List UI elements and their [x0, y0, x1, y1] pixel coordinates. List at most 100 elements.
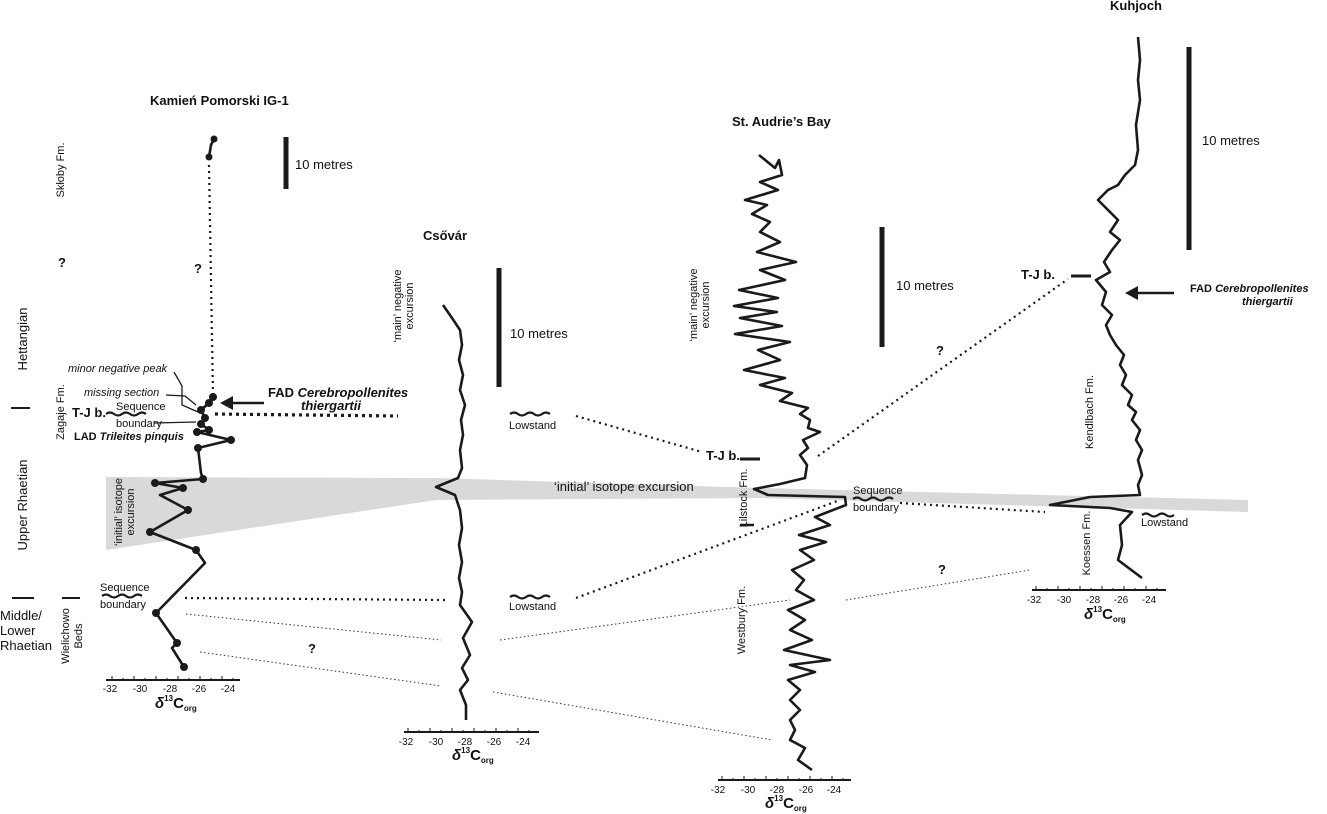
formation-zagaje: Zagaje Fm.: [55, 384, 67, 440]
svg-text:-28: -28: [458, 737, 473, 748]
svg-text:-26: -26: [487, 737, 502, 748]
kuhjoch-curve: [1048, 36, 1144, 580]
svg-text:-26: -26: [192, 684, 207, 695]
audries-kuhjoch-sb-line: [899, 501, 1046, 514]
formation-koessen: Koessen Fm.: [1081, 511, 1093, 576]
kamien-scale-label: 10 metres: [295, 157, 353, 172]
svg-text:thiergartii: thiergartii: [1242, 296, 1294, 308]
svg-text:-30: -30: [1057, 595, 1072, 606]
kamien-tj-boundary: T-J b.: [72, 405, 106, 420]
csovar-axis-ticks: [407, 728, 530, 732]
csovar-axis: -32 -30 -28 -26 -24 δ13Corg: [399, 728, 539, 765]
kamien-top-points: [205, 135, 218, 161]
audries-axis-ticks: [721, 776, 844, 780]
csovar-lowstand-label-1: Lowstand: [509, 420, 556, 432]
csovar-curve: [434, 304, 474, 720]
formation-kendlbach: Kendlbach Fm.: [1084, 375, 1096, 449]
kamien-csovar-thin-2: [199, 651, 442, 687]
stage-hettangian: Hettangian: [15, 308, 30, 371]
svg-text:-30: -30: [133, 684, 148, 695]
svg-text:FAD Cerebropollenites: FAD Cerebropollenites: [268, 385, 408, 400]
kamien-initial-excursion-label: ‘initial’ isotope excursion: [113, 478, 137, 546]
svg-text:thiergartii: thiergartii: [301, 398, 361, 413]
kuhjoch-tj-boundary: T-J b.: [1021, 267, 1055, 282]
kamien-sb-label-1: Sequence: [100, 582, 150, 594]
kamien-question-3: ?: [308, 641, 316, 656]
initial-excursion-band: [106, 477, 1248, 550]
kamien-question-2: ?: [194, 261, 202, 276]
kamien-fad-arrowhead: [220, 396, 233, 410]
kuhjoch-scale-label: 10 metres: [1202, 133, 1260, 148]
kuhjoch-question-1: ?: [936, 343, 944, 358]
missing-section-arrow: [165, 394, 197, 406]
svg-text:-32: -32: [711, 785, 726, 796]
kamien-fad-label: FAD Cerebropollenites thiergartii: [268, 385, 408, 413]
svg-text:-30: -30: [741, 785, 756, 796]
formation-lilstock: Lilstock Fm.: [738, 469, 750, 528]
csovar-main-excursion-label: ‘main’ negative excursion: [392, 270, 416, 343]
kuhjoch-axis-ticks: [1035, 586, 1158, 590]
audries-main-excursion-label: ‘main’ negative excursion: [688, 269, 712, 342]
audries-curve: [732, 153, 848, 772]
kamien-points: [146, 393, 235, 671]
svg-text:δ13Corg: δ13Corg: [1084, 605, 1126, 624]
svg-text:-24: -24: [516, 737, 531, 748]
formation-wielichowo: Wielichowo Beds: [60, 608, 85, 664]
formation-westbury: Westbury Fm.: [736, 586, 748, 654]
audries-sb-label-2: boundary: [853, 502, 899, 514]
audries-title: St. Audrie’s Bay: [732, 114, 832, 129]
kamien-sb-label-2: boundary: [100, 599, 146, 611]
kuhjoch-title: Kuhjoch: [1110, 0, 1162, 13]
kamien-dotted-gap: [207, 164, 215, 396]
kamien-csovar-thin-1: [185, 613, 442, 641]
svg-text:Rhaetian: Rhaetian: [0, 638, 52, 653]
svg-text:-24: -24: [221, 684, 236, 695]
kamien-sequence-label-1: Sequence: [116, 401, 166, 413]
kuhjoch-axis: -32 -30 -28 -26 -24 δ13Corg: [1027, 586, 1166, 624]
csovar-lowstand-wave-2: [509, 594, 551, 600]
svg-text:Middle/: Middle/: [0, 608, 42, 623]
missing-section-label: missing section: [84, 387, 159, 399]
svg-text:Wielichowo: Wielichowo: [60, 608, 72, 664]
kuhjoch-lowstand-label: Lowstand: [1141, 517, 1188, 529]
kuhjoch-fad-label: FAD Cerebropollenites thiergartii: [1190, 283, 1309, 308]
svg-text:δ13Corg: δ13Corg: [155, 694, 197, 713]
kamien-axis-ticks: [111, 676, 234, 680]
svg-text:‘main’ negative: ‘main’ negative: [392, 270, 404, 343]
svg-text:-28: -28: [1086, 595, 1101, 606]
svg-text:excursion: excursion: [404, 282, 416, 329]
audries-tj-boundary: T-J b.: [706, 448, 740, 463]
svg-text:Beds: Beds: [73, 623, 85, 649]
kamien-axis: -32 -30 -28 -26 -24 δ13Corg: [103, 676, 240, 713]
audries-sb-label-1: Sequence: [853, 485, 903, 497]
svg-text:excursion: excursion: [125, 488, 137, 535]
svg-text:‘initial’ isotope: ‘initial’ isotope: [113, 478, 125, 546]
svg-text:-24: -24: [827, 785, 842, 796]
audries-scale-label: 10 metres: [896, 278, 954, 293]
stage-upper-rhaetian: Upper Rhaetian: [15, 459, 30, 550]
kamien-sequence-arrow: [153, 421, 197, 424]
audries-sb-wave: [852, 496, 894, 502]
audries-kuhjoch-tj-line: [817, 278, 1069, 457]
svg-text:δ13Corg: δ13Corg: [452, 746, 494, 765]
svg-text:Lower: Lower: [0, 623, 36, 638]
svg-text:-26: -26: [1114, 595, 1129, 606]
minor-negative-peak-label: minor negative peak: [68, 363, 168, 375]
svg-text:excursion: excursion: [700, 281, 712, 328]
minor-negative-peak-arrow: [173, 371, 199, 413]
svg-text:δ13Corg: δ13Corg: [765, 794, 807, 813]
kamien-title: Kamień Pomorski IG-1: [150, 93, 289, 108]
kamien-csovar-sb-line: [184, 596, 447, 602]
csovar-title: Csővár: [423, 228, 467, 243]
audries-axis: -32 -30 -28 -26 -24 δ13Corg: [711, 776, 851, 813]
csovar-audries-sb-line: [575, 498, 841, 600]
svg-text:-28: -28: [770, 785, 785, 796]
csovar-scale-label: 10 metres: [510, 326, 568, 341]
svg-text:-32: -32: [399, 737, 414, 748]
svg-text:-32: -32: [1027, 595, 1042, 606]
initial-excursion-label: ‘initial’ isotope excursion: [554, 479, 694, 494]
kamien-sequence-label-2: boundary: [116, 418, 162, 430]
svg-text:-32: -32: [103, 684, 118, 695]
csovar-audries-tj-line: [575, 414, 703, 454]
svg-text:-24: -24: [1142, 595, 1157, 606]
